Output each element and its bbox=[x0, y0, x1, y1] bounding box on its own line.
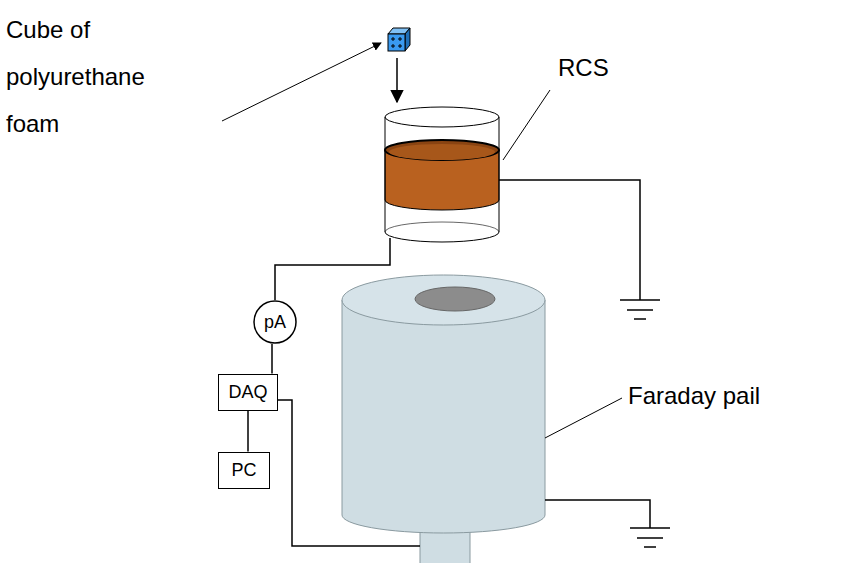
leader-line bbox=[222, 43, 381, 121]
ammeter-circle: pA bbox=[253, 300, 297, 344]
leader-line bbox=[545, 398, 622, 438]
pc-box: PC bbox=[218, 452, 270, 489]
wire bbox=[278, 400, 420, 546]
callout-label: Cube of polyurethane foam bbox=[6, 6, 171, 147]
daq-box: DAQ bbox=[218, 374, 278, 411]
node-text: pA bbox=[264, 312, 286, 333]
node-text: PC bbox=[231, 460, 256, 481]
wire bbox=[499, 180, 640, 300]
rcs-cylinder bbox=[385, 107, 499, 242]
part-name: Faraday pail bbox=[628, 372, 798, 419]
ground-symbol bbox=[620, 300, 660, 319]
leader-line bbox=[503, 90, 550, 160]
wire-connector bbox=[271, 344, 273, 374]
wire-connector bbox=[247, 411, 249, 452]
drop-arrow bbox=[396, 58, 398, 102]
faraday-pail bbox=[342, 275, 545, 563]
ground-symbol bbox=[630, 528, 670, 547]
part-name: RCS bbox=[558, 44, 648, 91]
node-text: DAQ bbox=[228, 382, 267, 403]
foam-cube bbox=[388, 28, 410, 51]
wire bbox=[275, 238, 390, 300]
wire bbox=[545, 500, 650, 528]
